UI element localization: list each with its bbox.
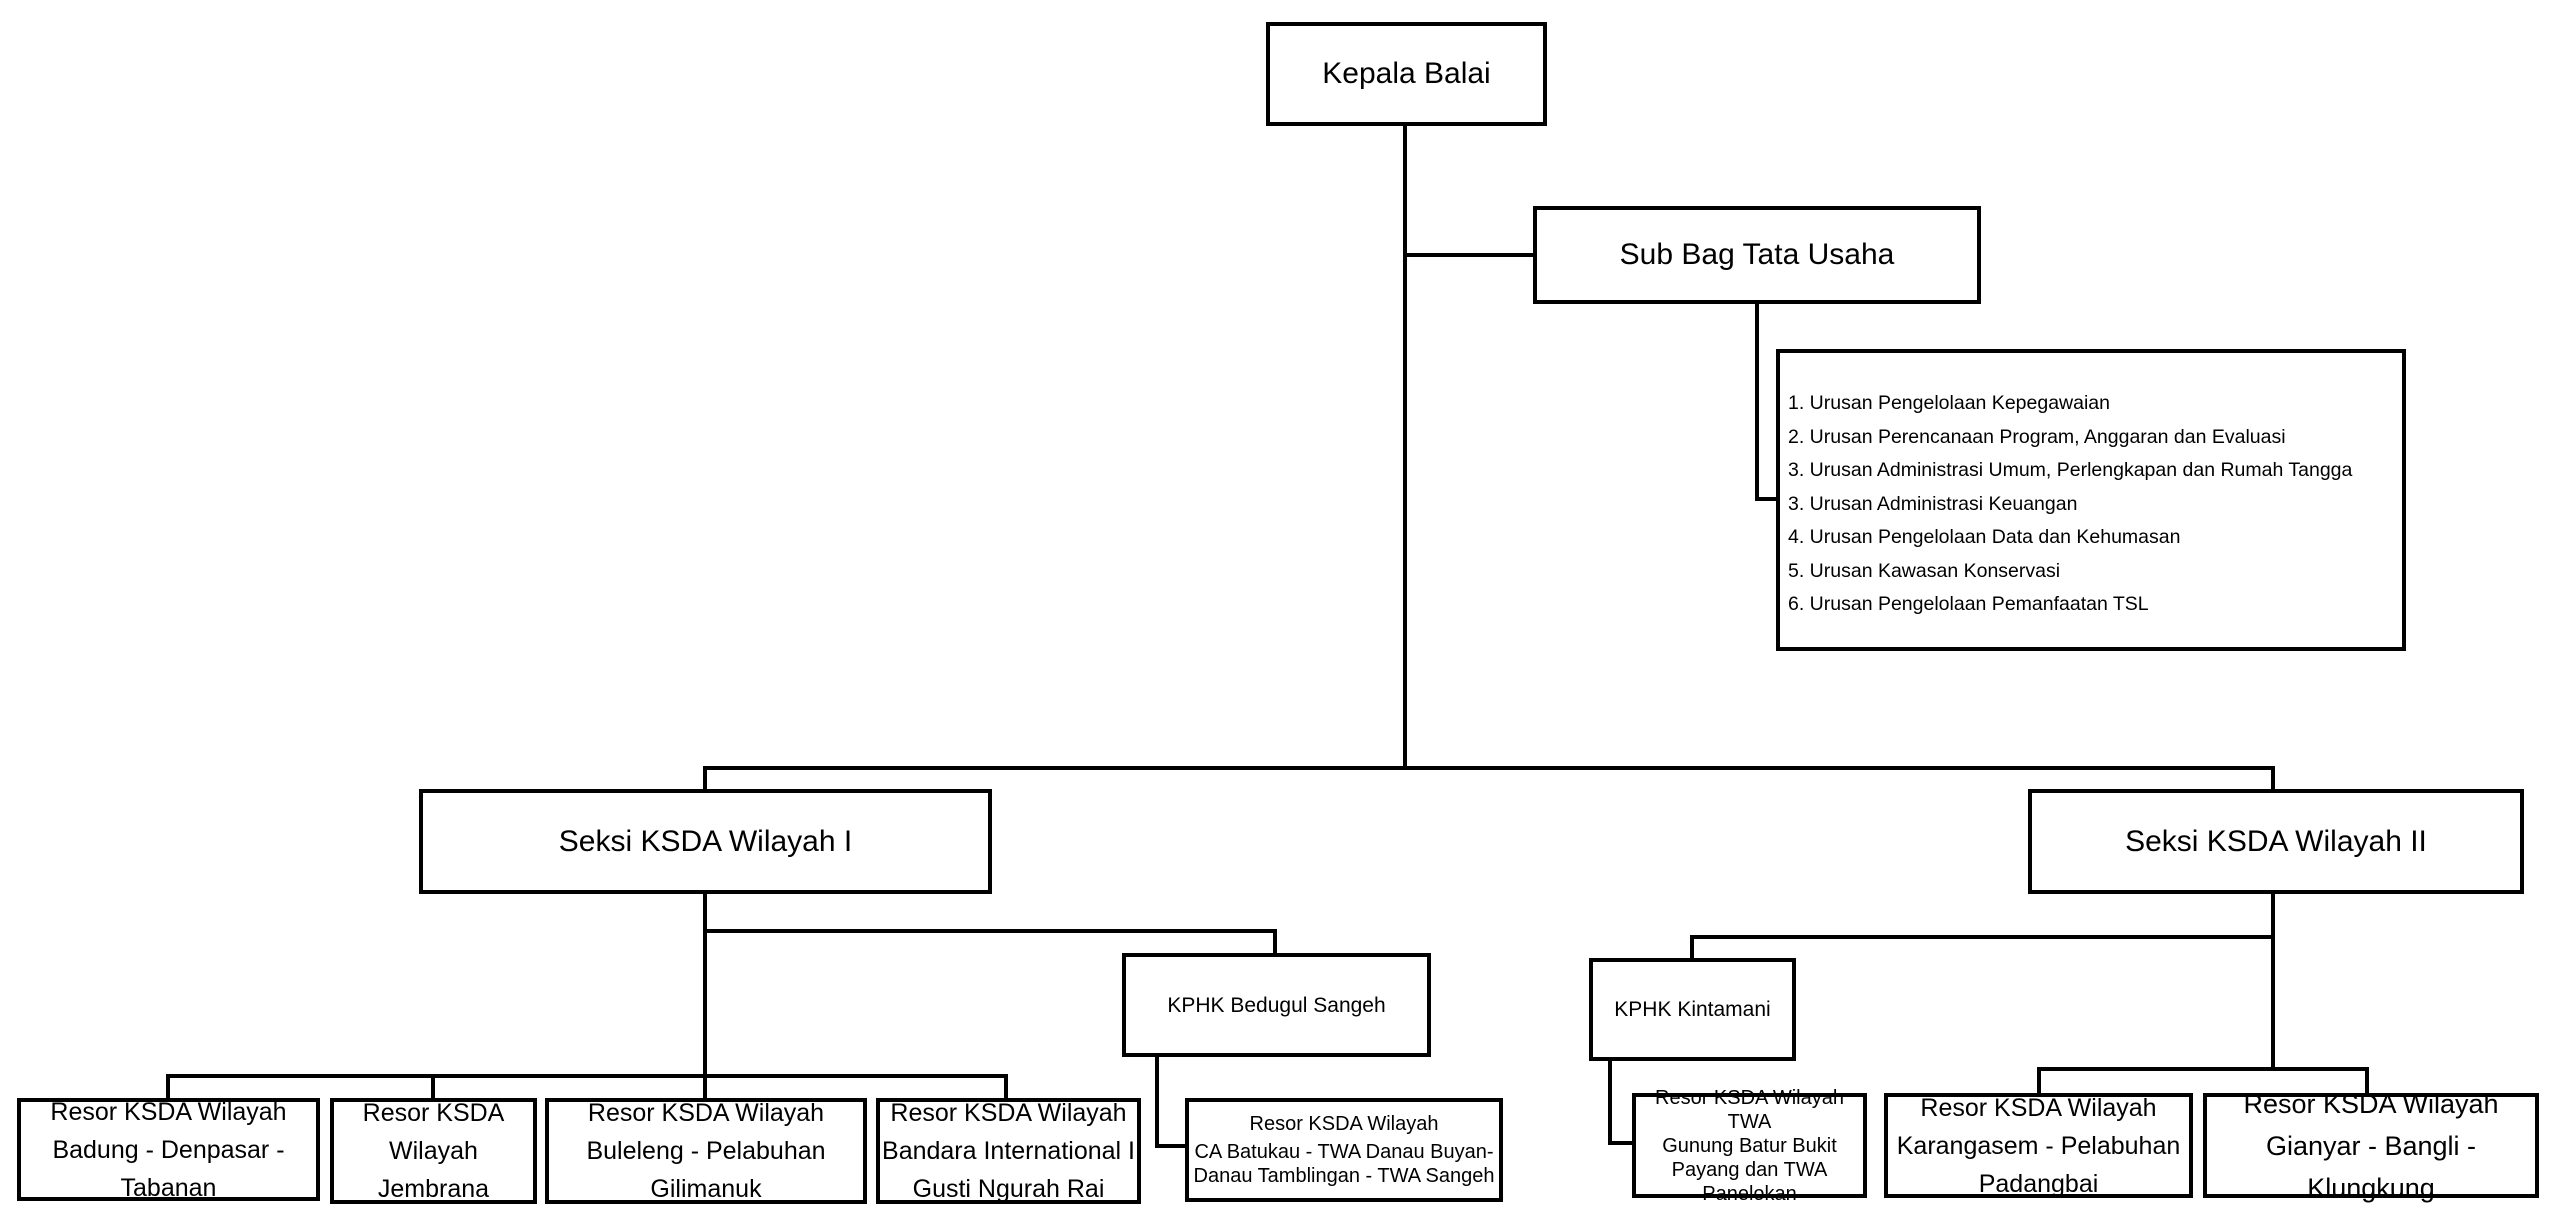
kepala-balai-title: Kepala Balai <box>1322 57 1491 90</box>
resor-line: Resor KSDA Wilayah <box>890 1099 1127 1127</box>
seksi-ksda-wilayah-1-box: Seksi KSDA Wilayah I <box>419 789 992 894</box>
resor-line: Resor KSDA Wilayah <box>1920 1093 2157 1122</box>
urusan-item: 6. Urusan Pengelolaan Pemanfaatan TSL <box>1788 593 2149 615</box>
resor-line: Payang dan TWA <box>1671 1158 1828 1181</box>
resor-buleleng-gilimanuk-box: Resor KSDA Wilayah Buleleng - Pelabuhan … <box>545 1098 867 1204</box>
urusan-item: 2. Urusan Perencanaan Program, Anggaran … <box>1788 425 2286 448</box>
seksi-ksda-wilayah-2-box: Seksi KSDA Wilayah II <box>2028 789 2524 894</box>
kepala-balai-box: Kepala Balai <box>1266 22 1547 126</box>
resor-line: Panelokan <box>1702 1182 1797 1205</box>
resor-line: Bandara International I <box>882 1137 1135 1165</box>
resor-line: Karangasem - Pelabuhan <box>1896 1131 2181 1160</box>
resor-line: Resor KSDA Wilayah <box>50 1097 287 1126</box>
resor-gianyar-bangli-klungkung-box: Resor KSDA Wilayah Gianyar - Bangli - Kl… <box>2203 1089 2539 1203</box>
resor-line: Padangbai <box>1978 1169 2099 1198</box>
resor-line: Resor KSDA Wilayah TWA <box>1655 1086 1844 1133</box>
resor-line: CA Batukau - TWA Danau Buyan- <box>1194 1141 1494 1163</box>
resor-line: Resor KSDA Wilayah <box>587 1099 825 1127</box>
resor-karangasem-padangbai-box: Resor KSDA Wilayah Karangasem - Pelabuha… <box>1884 1093 2193 1198</box>
resor-line: Gusti Ngurah Rai <box>912 1175 1105 1203</box>
kphk-kintamani-box: KPHK Kintamani <box>1589 958 1796 1061</box>
urusan-item: 5. Urusan Kawasan Konservasi <box>1788 559 2061 582</box>
resor-line: Resor KSDA <box>362 1099 505 1127</box>
resor-batukau-sangeh-box: Resor KSDA Wilayah CA Batukau - TWA Dana… <box>1185 1098 1503 1202</box>
urusan-item: 3. Urusan Administrasi Umum, Perlengkapa… <box>1788 459 2353 481</box>
urusan-item: 3. Urusan Administrasi Keuangan <box>1788 492 2078 515</box>
kphk-kintamani-title: KPHK Kintamani <box>1614 998 1771 1021</box>
resor-bandara-ngurah-rai-box: Resor KSDA Wilayah Bandara International… <box>876 1098 1141 1204</box>
sub-bag-tata-usaha-box: Sub Bag Tata Usaha <box>1533 206 1981 304</box>
resor-line: Badung - Denpasar - <box>52 1135 285 1164</box>
resor-line: Tabanan <box>120 1173 217 1202</box>
resor-line: Buleleng - Pelabuhan <box>586 1137 826 1165</box>
resor-line: Wilayah Jembrana <box>377 1137 490 1203</box>
kphk-bedugul-title: KPHK Bedugul Sangeh <box>1167 993 1386 1017</box>
urusan-item: 4. Urusan Pengelolaan Data dan Kehumasan <box>1788 526 2181 548</box>
urusan-item: 1. Urusan Pengelolaan Kepegawaian <box>1788 392 2110 414</box>
resor-line: Gunung Batur Bukit <box>1662 1134 1837 1157</box>
resor-line: Resor KSDA Wilayah <box>2243 1088 2499 1119</box>
resor-line: Gianyar - Bangli - Klungkung <box>2265 1130 2477 1203</box>
resor-line: Resor KSDA Wilayah <box>1249 1113 1439 1135</box>
urusan-list-box: 1. Urusan Pengelolaan Kepegawaian 2. Uru… <box>1776 349 2406 651</box>
seksi-1-title: Seksi KSDA Wilayah I <box>558 824 853 858</box>
seksi-2-title: Seksi KSDA Wilayah II <box>2125 824 2427 858</box>
resor-badung-denpasar-tabanan-box: Resor KSDA Wilayah Badung - Denpasar - T… <box>17 1098 320 1202</box>
resor-jembrana-box: Resor KSDA Wilayah Jembrana <box>330 1098 537 1204</box>
sub-bag-title: Sub Bag Tata Usaha <box>1619 238 1895 271</box>
resor-line: Gilimanuk <box>650 1175 762 1203</box>
resor-gunung-batur-box: Resor KSDA Wilayah TWA Gunung Batur Buki… <box>1632 1087 1867 1205</box>
kphk-bedugul-sangeh-box: KPHK Bedugul Sangeh <box>1122 953 1431 1057</box>
resor-line: Danau Tamblingan - TWA Sangeh <box>1193 1165 1495 1187</box>
